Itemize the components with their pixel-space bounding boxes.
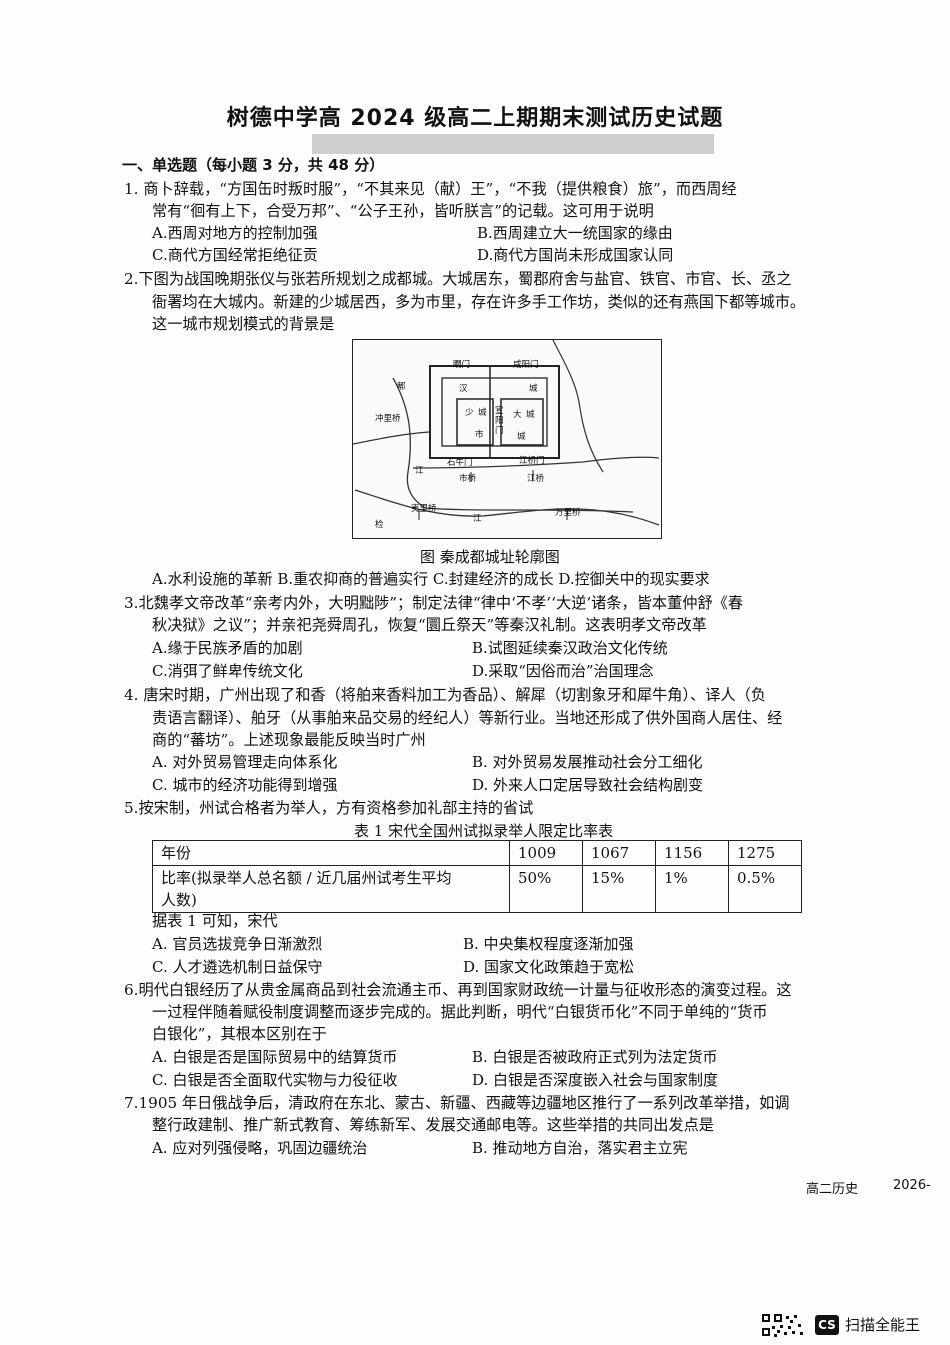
table-cell-rate: 1% bbox=[655, 865, 729, 913]
exam-title: 树德中学高 2024 级高二上期期末测试历史试题 bbox=[226, 106, 724, 131]
q1-option-a: A.西周对地方的控制加强 bbox=[152, 224, 318, 242]
map-gate-ne: 咸阳门 bbox=[513, 360, 539, 370]
q1-option-b: B.西周建立大一统国家的缘由 bbox=[477, 224, 673, 242]
camscanner-logo-icon: CS bbox=[815, 1315, 839, 1335]
table-row: 年份 1009 1067 1156 1275 bbox=[152, 840, 802, 866]
map-gate-jiangqiao: 江桥门 bbox=[519, 456, 545, 466]
q5-option-a: A. 官员选拔竞争日渐激烈 bbox=[152, 935, 323, 953]
table-cell-year: 1156 bbox=[655, 840, 729, 866]
table-header-rate: 比率(拟录举人总名额 / 近几届州试考生平均人数) bbox=[152, 865, 510, 913]
map-label-da: 大 bbox=[513, 410, 522, 420]
footer-date: 2026- bbox=[893, 1178, 931, 1193]
q1-option-d: D.商代方国尚未形成国家认同 bbox=[477, 246, 674, 264]
map-label-xuan: 宣 bbox=[495, 406, 504, 416]
table-cell-rate: 0.5% bbox=[728, 865, 802, 913]
scanner-watermark: 扫描全能王 bbox=[845, 1316, 921, 1334]
map-label-shao: 少 bbox=[465, 408, 474, 418]
rate-label-line1: 比率(拟录举人总名额 / 近几届州试考生平均 bbox=[161, 869, 452, 887]
table-cell-rate: 50% bbox=[509, 865, 583, 913]
q6-line2: 一过程伴随着赋役制度调整而逐步完成的。据此判断，明代“白银货币化”不同于单纯的“… bbox=[152, 1003, 768, 1021]
q1-option-c: C.商代方国经常拒绝征贡 bbox=[152, 246, 318, 264]
map-label-chongli: 冲里桥 bbox=[375, 414, 401, 424]
q4-line1: 4. 唐宋时期，广州出现了和香（将舶来香料加工为香品）、解犀（切割象牙和犀牛角）… bbox=[124, 686, 766, 704]
table-cell-year: 1009 bbox=[509, 840, 583, 866]
map-label-pi: 郫 bbox=[397, 382, 406, 392]
map-label-wanliqiao: 万里桥 bbox=[555, 508, 581, 518]
q3-option-b: B.试图延续秦汉政治文化传统 bbox=[472, 639, 668, 657]
chengdu-city-map: 瞯门 咸阳门 郫 冲里桥 汉 城 少 城 市 宣 阳 门 大 城 城 石牛门 江… bbox=[352, 339, 662, 539]
q6-option-d: D. 白银是否深度嵌入社会与国家制度 bbox=[472, 1071, 719, 1089]
q4-option-c: C. 城市的经济功能得到增强 bbox=[152, 776, 338, 794]
table-header-year: 年份 bbox=[152, 840, 510, 866]
redaction-bar bbox=[312, 134, 714, 154]
map-caption: 图 秦成都城址轮廓图 bbox=[420, 548, 560, 566]
q5-line1: 5.按宋制，州试合格者为举人，方有资格参加礼部主持的省试 bbox=[124, 799, 534, 817]
q4-option-a: A. 对外贸易管理走向体系化 bbox=[152, 753, 338, 771]
rate-label-line2: 人数) bbox=[161, 891, 197, 909]
map-label-men: 门 bbox=[495, 426, 504, 436]
q5-option-c: C. 人才遴选机制日益保守 bbox=[152, 958, 323, 976]
q3-line2: 秋决狱》之议”；并亲祀尧舜周孔，恢复“圜丘祭天”等秦汉礼制。这表明孝文帝改革 bbox=[152, 616, 707, 634]
q7-line2: 整行政建制、推广新式教育、筹练新军、发展交通邮电等。这些举措的共同出发点是 bbox=[152, 1116, 714, 1134]
q3-line1: 3.北魏孝文帝改革“亲考内外，大明黜陟”；制定法律“律中‘不孝’‘大逆’诸条，皆… bbox=[124, 594, 744, 612]
section-heading: 一、单选题（每小题 3 分，共 48 分） bbox=[122, 156, 385, 174]
q5-stem: 据表 1 可知，宋代 bbox=[152, 912, 278, 930]
map-label-jiang1: 江 bbox=[415, 466, 424, 476]
map-label-jiang2: 江 bbox=[473, 514, 482, 524]
table-title: 表 1 宋代全国州试拟录举人限定比率表 bbox=[354, 822, 614, 840]
q1-line2: 常有“徊有上下，合受万邦”、“公子王孙，皆听朕言”的记载。这可用于说明 bbox=[152, 202, 654, 220]
q6-option-c: C. 白银是否全面取代实物与力役征收 bbox=[152, 1071, 398, 1089]
q6-line3: 白银化”，其根本区别在于 bbox=[152, 1025, 327, 1043]
map-label-shiqiao: 市桥 bbox=[459, 474, 477, 484]
map-label-yiliqiao: 夷里桥 bbox=[411, 504, 437, 514]
q7-line1: 7.1905 年日俄战争后，清政府在东北、蒙古、新疆、西藏等边疆地区推行了一系列… bbox=[124, 1094, 790, 1112]
map-label-dacheng: 城 bbox=[526, 410, 535, 420]
q2-line1: 2.下图为战国晚期张仪与张若所规划之成都城。大城居东，蜀郡府舍与盐官、铁官、市官… bbox=[124, 270, 792, 288]
map-label-dacheng2: 城 bbox=[517, 432, 526, 442]
q4-option-b: B. 对外贸易发展推动社会分工细化 bbox=[472, 753, 703, 771]
q7-option-a: A. 应对列强侵略，巩固边疆统治 bbox=[152, 1139, 368, 1157]
table-cell-year: 1067 bbox=[582, 840, 656, 866]
map-label-jian: 检 bbox=[375, 520, 384, 530]
map-gate-shiniu: 石牛门 bbox=[447, 458, 473, 468]
map-label-cheng: 城 bbox=[529, 384, 538, 394]
q4-line3: 商的“蕃坊”。上述现象最能反映当时广州 bbox=[152, 731, 426, 749]
q6-option-b: B. 白银是否被政府正式列为法定货币 bbox=[472, 1048, 718, 1066]
q2-options: A.水利设施的革新 B.重农抑商的普遍实行 C.封建经济的成长 D.控御关中的现… bbox=[152, 570, 710, 588]
map-label-shaocheng: 城 bbox=[478, 408, 487, 418]
q3-option-a: A.缘于民族矛盾的加剧 bbox=[152, 639, 303, 657]
q3-option-c: C.消弭了鲜卑传统文化 bbox=[152, 662, 303, 680]
map-gate-nw: 瞯门 bbox=[453, 360, 471, 370]
q2-line2: 衙署均在大城内。新建的少城居西，多为市里，存在许多手工作坊，类似的还有燕国下都等… bbox=[152, 293, 806, 311]
q7-option-b: B. 推动地方自治，落实君主立宪 bbox=[472, 1139, 688, 1157]
map-label-jiangqiao: 江桥 bbox=[527, 474, 545, 484]
table-row: 比率(拟录举人总名额 / 近几届州试考生平均人数) 50% 15% 1% 0.5… bbox=[152, 865, 802, 913]
map-label-yang: 阳 bbox=[495, 416, 504, 426]
quota-table: 年份 1009 1067 1156 1275 比率(拟录举人总名额 / 近几届州… bbox=[152, 840, 802, 913]
q6-line1: 6.明代白银经历了从贵金属商品到社会流通主币、再到国家财政统一计量与征收形态的演… bbox=[124, 981, 792, 999]
q4-option-d: D. 外来人口定居导致社会结构剧变 bbox=[472, 776, 704, 794]
table-cell-rate: 15% bbox=[582, 865, 656, 913]
q5-option-b: B. 中央集权程度逐渐加强 bbox=[463, 935, 634, 953]
table-cell-year: 1275 bbox=[728, 840, 802, 866]
q1-line1: 1. 商卜辞载，“方国缶时叛时服”，“不其来见（献）王”，“不我（提供粮食）旅”… bbox=[124, 180, 737, 198]
q6-option-a: A. 白银是否是国际贸易中的结算货币 bbox=[152, 1048, 398, 1066]
map-label-shi: 市 bbox=[475, 430, 484, 440]
map-label-han: 汉 bbox=[459, 384, 468, 394]
q2-line3: 这一城市规划模式的背景是 bbox=[152, 315, 335, 333]
q4-line2: 责语言翻译）、舶牙（从事舶来品交易的经纪人）等新行业。当地还形成了供外国商人居住… bbox=[152, 709, 783, 727]
q5-option-d: D. 国家文化政策趋于宽松 bbox=[463, 958, 635, 976]
map-drawing bbox=[353, 340, 660, 526]
q3-option-d: D.采取“因俗而治”治国理念 bbox=[472, 662, 654, 680]
qr-code-icon bbox=[762, 1314, 803, 1337]
footer-subject: 高二历史 bbox=[806, 1182, 859, 1197]
